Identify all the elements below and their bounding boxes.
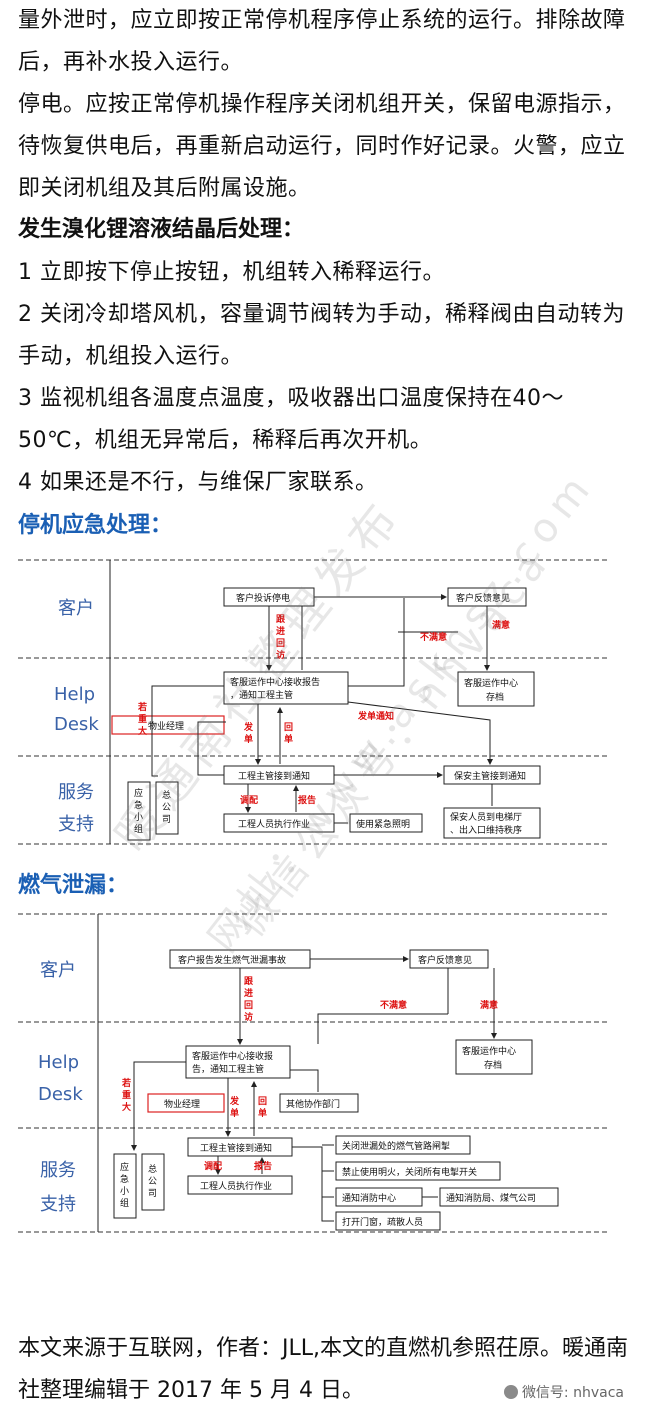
box-archive-line2: 存档 [486, 691, 504, 703]
team-char-4: 组 [134, 823, 143, 835]
wechat-badge-text: 微信号: nhvaca [521, 1385, 624, 1401]
lane-customer: 客户 [58, 598, 94, 619]
label-follow-2: 进 [276, 625, 285, 637]
gas-dispatch-1: 发 [229, 1095, 240, 1107]
team-char-1: 应 [134, 787, 143, 799]
label-dispatch-1: 发 [243, 721, 254, 733]
crystal-step-4: 4 如果还是不行，与维保厂家联系。 [18, 470, 378, 495]
gas-follow-3: 回 [244, 1000, 253, 1011]
lane-support: 支持 [58, 814, 94, 835]
box-gas-worker: 工程人员执行作业 [200, 1180, 272, 1192]
gas-label-satisfied: 满意 [480, 999, 498, 1011]
gas-label-unsatisfied: 不满意 [380, 999, 407, 1011]
box-eng-receive: 工程主管接到通知 [238, 770, 310, 782]
box-archive-line1: 客服运作中心 [464, 677, 518, 689]
box-gas-archive-line2: 存档 [484, 1059, 502, 1071]
crystal-step-1: 1 立即按下停止按钮，机组转入稀释运行。 [18, 260, 445, 285]
lane-customer-2: 客户 [40, 960, 76, 981]
box-property-manager: 物业经理 [148, 720, 184, 732]
lane-help-2: Help [38, 1052, 79, 1073]
crystal-heading: 发生溴化锂溶液结晶后处理： [18, 217, 305, 242]
label-reply-1: 回 [284, 722, 293, 733]
label-if-major-2: 重 [138, 713, 147, 725]
box-gas-feedback: 客户反馈意见 [418, 954, 472, 966]
crystal-step-3: 3 监视机组各温度点温度，吸收器出口温度保持在40～50℃，机组无异常后，稀释后… [18, 386, 564, 453]
box-gas-center-line1: 客服运作中心接收报 [192, 1050, 273, 1062]
shutdown-flowchart: 客户 Help Desk 服务 支持 客户投诉停电 客户反馈意见 客服运作中心接… [18, 552, 610, 852]
gas-if-major-3: 大 [122, 1101, 131, 1113]
lane-help: Help [54, 684, 95, 705]
hq-char-3: 司 [162, 814, 171, 825]
paragraph-leak-restart: 量外泄时，应立即按正常停机程序停止系统的运行。排除故障后，再补水投入运行。 [18, 8, 626, 75]
box-feedback: 客户反馈意见 [456, 592, 510, 604]
box-center-line1: 客服运作中心接收报告 [230, 676, 320, 688]
box-action-1: 关闭泄漏处的燃气管路闸掣 [342, 1140, 450, 1152]
label-unsatisfied: 不满意 [420, 631, 447, 643]
team-char-3: 小 [134, 812, 143, 823]
label-report: 报告 [298, 794, 316, 806]
box-other-dept: 其他协作部门 [286, 1098, 340, 1110]
lane-desk-2: Desk [38, 1084, 83, 1105]
box-security-receive: 保安主管接到通知 [454, 770, 526, 782]
hq-char-1: 总 [162, 789, 171, 801]
box-gas-archive-line1: 客服运作中心 [462, 1045, 516, 1057]
hq-char-2: 公 [162, 802, 171, 813]
box-gas-center-line2: 告，通知工程主管 [192, 1063, 264, 1075]
box-action-4: 打开门窗，疏散人员 [342, 1216, 423, 1228]
box-gas-report: 客户报告发生燃气泄漏事故 [178, 954, 286, 966]
gas-reply-1: 回 [258, 1096, 267, 1107]
gas-leak-flowchart: 客户 Help Desk 服务 支持 客户报告发生燃气泄漏事故 客户反馈意见 客… [18, 910, 610, 1240]
label-satisfied: 满意 [492, 619, 510, 631]
box-action-3b: 通知消防局、煤气公司 [446, 1192, 536, 1204]
box-action-2: 禁止使用明火，关闭所有电掣开关 [342, 1166, 477, 1178]
box-security-action-line1: 保安人员到电梯厅 [450, 811, 522, 823]
box-worker: 工程人员执行作业 [238, 818, 310, 830]
wechat-badge: 微信号: nhvaca [503, 1382, 624, 1402]
box-action-3: 通知消防中心 [342, 1192, 396, 1204]
gas-hq-char-1: 总 [148, 1163, 157, 1175]
footer-source: 本文来源于互联网，作者：JLL,本文的直燃机参照茌原。暖通南社整理编辑于 201… [18, 1336, 628, 1403]
gas-follow-2: 进 [244, 987, 253, 999]
gas-team-char-1: 应 [120, 1161, 129, 1173]
box-gas-property-manager: 物业经理 [164, 1098, 200, 1110]
label-follow-4: 访 [276, 649, 285, 661]
paragraph-power-fire: 停电。应按正常停机操作程序关闭机组开关，保留电源指示，待恢复供电后，再重新启动运… [18, 92, 626, 201]
box-center-line2: ，通知工程主管 [230, 689, 293, 701]
box-emergency-light: 使用紧急照明 [356, 818, 410, 830]
gas-if-major-2: 重 [122, 1089, 131, 1101]
lane-service: 服务 [58, 782, 94, 803]
gas-label-allocate: 调配 [204, 1160, 222, 1172]
label-follow-1: 跟 [276, 614, 286, 625]
wechat-icon [503, 1385, 518, 1399]
label-allocate: 调配 [240, 794, 258, 806]
gas-team-char-2: 急 [120, 1173, 129, 1185]
label-if-major-1: 若 [137, 701, 147, 713]
label-follow-3: 回 [276, 638, 285, 649]
label-if-major-3: 大 [138, 725, 147, 737]
box-security-action-line2: 、出入口维持秩序 [450, 824, 522, 836]
gas-follow-1: 跟 [244, 976, 254, 987]
gas-dispatch-2: 单 [230, 1107, 239, 1119]
gas-follow-4: 访 [244, 1011, 253, 1023]
gas-team-char-3: 小 [120, 1186, 129, 1197]
gas-heading: 燃气泄漏： [18, 873, 129, 898]
crystal-step-2: 2 关闭冷却塔风机，容量调节阀转为手动，稀释阀由自动转为手动，机组投入运行。 [18, 302, 625, 369]
lane-desk: Desk [54, 714, 99, 735]
label-reply-2: 单 [284, 733, 293, 745]
gas-label-report: 报告 [254, 1160, 272, 1172]
gas-hq-char-2: 公 [148, 1176, 157, 1187]
label-dispatch-notice: 发单通知 [357, 710, 394, 722]
box-gas-eng-receive: 工程主管接到通知 [200, 1142, 272, 1154]
box-complaint: 客户投诉停电 [236, 592, 290, 604]
shutdown-heading: 停机应急处理： [18, 513, 173, 538]
gas-team-char-4: 组 [120, 1197, 129, 1209]
lane-service-2: 服务 [40, 1160, 76, 1181]
gas-hq-char-3: 司 [148, 1188, 157, 1199]
label-dispatch-2: 单 [244, 733, 253, 745]
team-char-2: 急 [134, 799, 143, 811]
gas-if-major-1: 若 [121, 1077, 131, 1089]
lane-support-2: 支持 [40, 1194, 76, 1215]
gas-reply-2: 单 [258, 1107, 267, 1119]
